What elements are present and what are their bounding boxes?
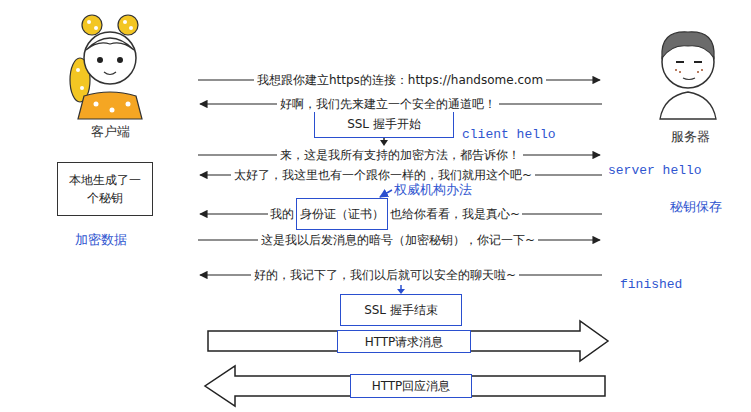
- message-text: 好啊，我们先来建立一个安全的通道吧！: [277, 96, 499, 112]
- eye: [676, 61, 684, 63]
- node-text: 本地生成了一个秘钥: [69, 173, 141, 205]
- pointer-arrow: [380, 140, 388, 146]
- request-arrow: [208, 321, 608, 361]
- eye: [117, 57, 123, 63]
- note-box: 本地生成了一个秘钥: [57, 162, 153, 216]
- dot: [123, 20, 127, 24]
- annotation-text: 加密数据: [75, 232, 127, 248]
- dot: [94, 102, 99, 107]
- hair-bun: [118, 15, 138, 35]
- leader-arrow: [380, 190, 392, 197]
- freckle: [675, 69, 677, 71]
- message-text: 太好了，我这里也有一个跟你一样的，我们就用这个吧~: [231, 167, 535, 183]
- freckle: [679, 71, 681, 73]
- annotation-text: client hello: [462, 127, 556, 143]
- message-text: 这是我以后发消息的暗号（加密秘钥），你记一下~: [258, 232, 538, 248]
- freckle: [701, 69, 703, 71]
- eye: [694, 61, 702, 63]
- annotation-text: 权威机构办法: [394, 183, 472, 197]
- node-text: SSL 握手开始: [347, 116, 421, 132]
- dot: [110, 108, 115, 113]
- message-box: HTTP回应消息: [350, 374, 472, 398]
- role-label: 服务器: [671, 129, 710, 145]
- message-text: 我想跟你建立https的连接：https://handsome.com: [254, 72, 546, 88]
- message-box: HTTP请求消息: [337, 330, 471, 353]
- role-label: 客户端: [91, 124, 130, 140]
- annotation-text: finished: [620, 277, 682, 293]
- hair: [662, 32, 714, 58]
- dot: [80, 86, 84, 90]
- dot: [129, 26, 133, 30]
- eye: [97, 57, 103, 63]
- stage-box: SSL 握手结束: [340, 294, 462, 326]
- node-text: HTTP回应消息: [372, 378, 451, 394]
- hair-bun: [82, 15, 102, 35]
- node-text: 身份证（证书）: [300, 207, 384, 221]
- dress: [78, 92, 142, 119]
- mouth: [683, 78, 695, 80]
- mouth: [104, 72, 116, 75]
- dot: [76, 68, 80, 72]
- cert-box: 身份证（证书）: [296, 198, 388, 230]
- node-text: SSL 握手结束: [364, 302, 438, 318]
- pointer-arrow: [400, 285, 402, 289]
- bangs: [86, 38, 134, 50]
- stage-box: SSL 握手开始: [314, 110, 454, 138]
- freckle: [697, 71, 699, 73]
- head: [84, 32, 136, 84]
- server-figure: [660, 32, 716, 119]
- dot: [126, 102, 131, 107]
- message-text: 也给你看看，我是真心~: [388, 206, 522, 222]
- dot: [94, 26, 98, 30]
- shoulders: [660, 92, 716, 119]
- message-text: 我的: [268, 206, 296, 222]
- annotation-text: server hello: [608, 163, 702, 179]
- dot: [87, 20, 91, 24]
- client-figure: [70, 15, 142, 119]
- annotation-text: 秘钥保存: [670, 199, 722, 215]
- response-arrow: [205, 366, 605, 406]
- node-text: HTTP请求消息: [365, 334, 444, 350]
- message-text: 来，这是我所有支持的加密方法，都告诉你！: [277, 147, 523, 163]
- message-text: 好的，我记下了，我们以后就可以安全的聊天啦~: [251, 267, 519, 283]
